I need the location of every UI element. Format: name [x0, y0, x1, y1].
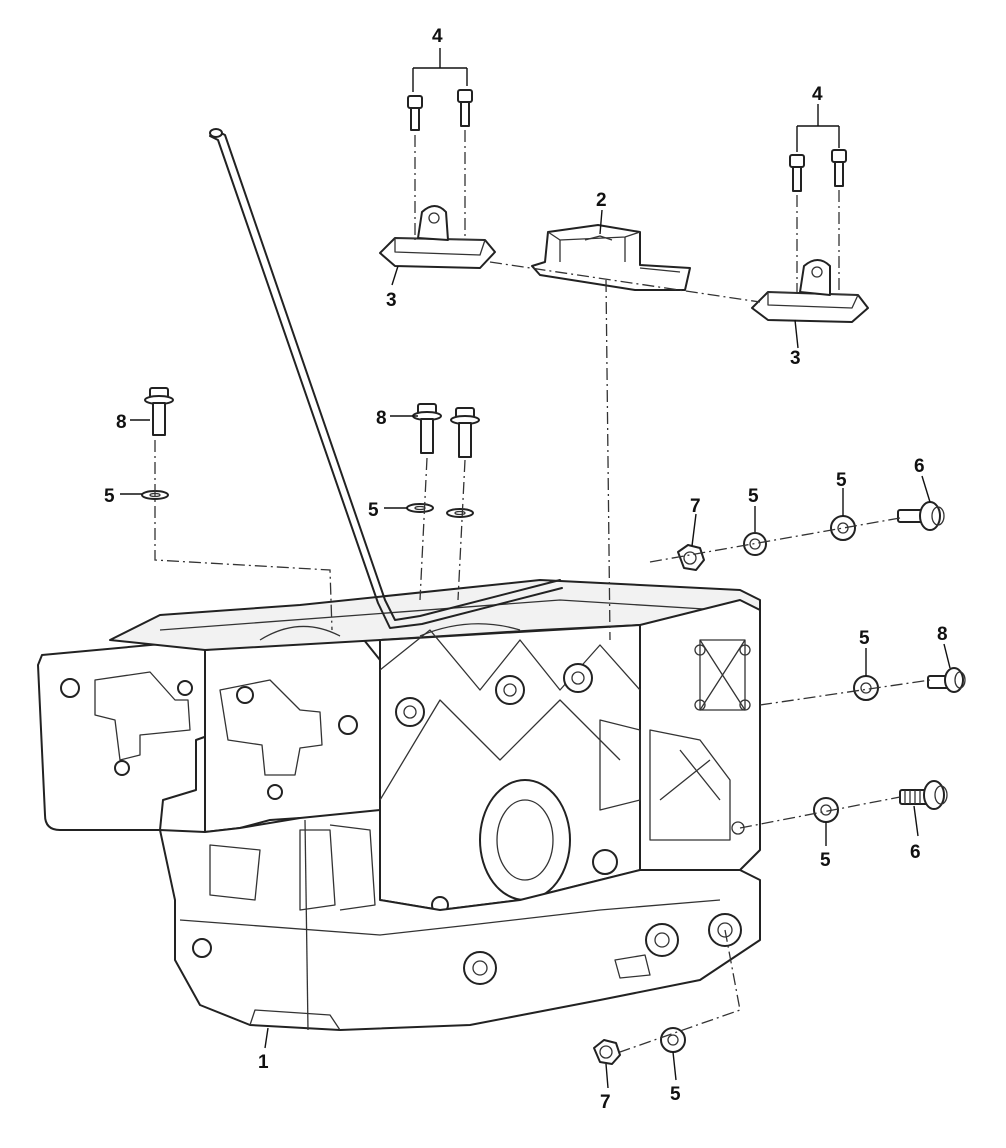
callout-5-mid: 5	[859, 628, 870, 649]
callout-5-top-a: 5	[748, 486, 759, 507]
callout-5-center: 5	[368, 500, 379, 521]
callout-labels: 4 4 2 3 3 8 8 5 5 7 5 5 6 5 8 5 6 1 7 5	[104, 26, 948, 1113]
callout-5-bottom: 5	[670, 1084, 681, 1105]
flange-bolt-8-center	[412, 403, 480, 458]
leader-lines	[120, 48, 951, 1089]
callout-5-left: 5	[104, 486, 115, 507]
center-bracket	[531, 224, 691, 291]
flange-bolt-8-left	[144, 387, 174, 436]
nuts-7	[593, 544, 705, 1065]
side-bolt-6-top	[897, 501, 945, 531]
side-bolt-6-bottom	[899, 780, 948, 810]
callout-8-right: 8	[937, 624, 948, 645]
callout-6-bottom: 6	[910, 842, 921, 863]
callout-8-center: 8	[376, 408, 387, 429]
bolt-4-group-right	[789, 149, 847, 192]
mount-bracket-left	[379, 205, 496, 269]
callout-6-top: 6	[914, 456, 925, 477]
callout-5-lower: 5	[820, 850, 831, 871]
callout-7-bottom: 7	[600, 1092, 611, 1113]
callout-4-right: 4	[812, 84, 823, 105]
dipstick-tube	[209, 128, 563, 629]
callout-7-top: 7	[690, 496, 701, 517]
mount-bracket-right	[751, 259, 869, 323]
callout-4-left: 4	[432, 26, 443, 47]
bolt-4-group-left	[407, 89, 473, 131]
crankcase-housing	[37, 579, 761, 1031]
callout-5-top-b: 5	[836, 470, 847, 491]
callout-3-left: 3	[386, 290, 397, 311]
side-bolt-8	[927, 667, 966, 693]
washers-5	[141, 490, 879, 1053]
assembly-lines	[154, 130, 931, 1053]
callout-8-left: 8	[116, 412, 127, 433]
callout-2: 2	[596, 190, 607, 211]
callout-1: 1	[258, 1052, 269, 1073]
callout-3-right: 3	[790, 348, 801, 369]
